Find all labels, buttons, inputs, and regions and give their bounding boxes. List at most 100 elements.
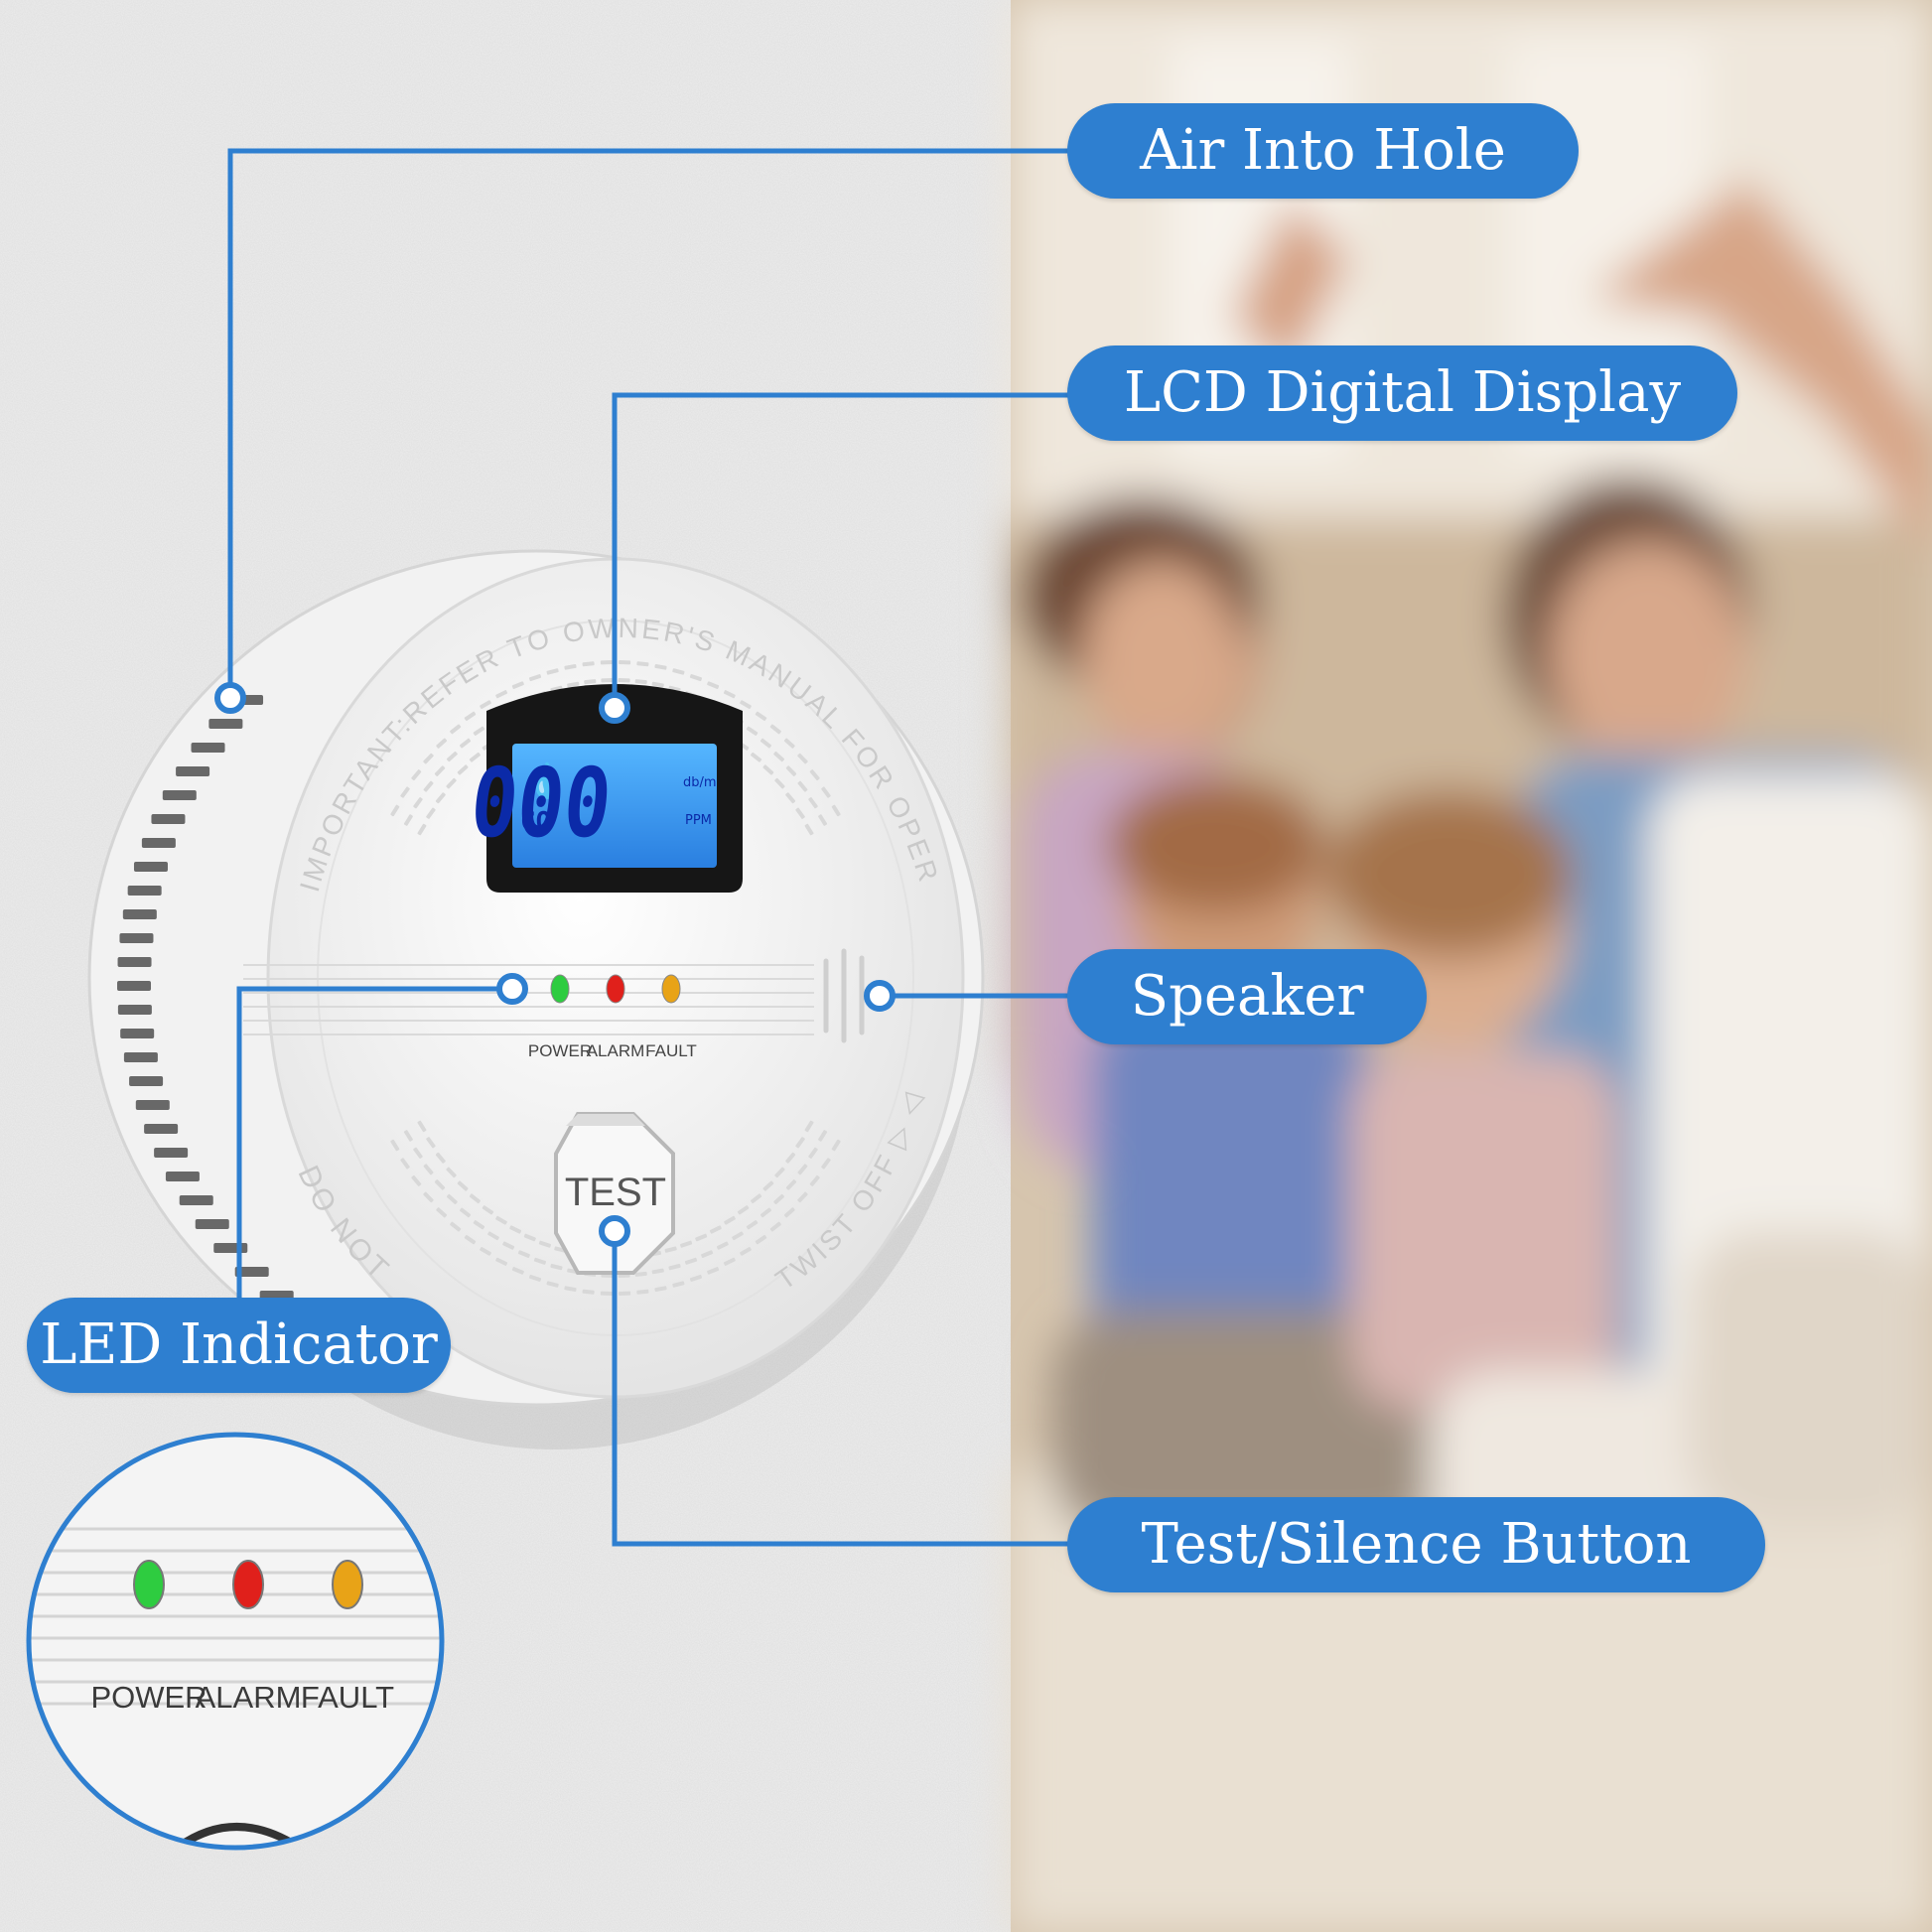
- lcd-unit-bottom: PPM: [685, 813, 712, 828]
- face-ridge: [636, 1289, 649, 1295]
- face-ridge: [821, 1158, 831, 1170]
- face-ridge: [821, 786, 831, 798]
- face-ridge: [619, 1291, 631, 1296]
- vent-slot: [165, 1172, 200, 1181]
- face-ridge: [774, 1167, 785, 1178]
- led-label-fault: FAULT: [645, 1041, 697, 1060]
- face-ridge: [732, 1231, 744, 1241]
- face-ridge: [413, 797, 423, 809]
- face-ridge: [785, 792, 796, 804]
- face-ridge: [417, 1120, 427, 1133]
- face-ridge: [809, 769, 820, 781]
- face-ridge: [737, 1205, 750, 1215]
- indicator-strip: [243, 964, 814, 1035]
- face-ridge: [636, 661, 649, 667]
- vent-slot: [127, 886, 162, 896]
- face-ridge: [434, 1179, 446, 1190]
- vent-slot: [154, 1148, 189, 1158]
- vent-slot: [119, 933, 154, 943]
- face-ridge: [723, 1257, 736, 1266]
- face-ridge: [818, 1130, 828, 1142]
- vent-slot: [120, 1029, 155, 1038]
- face-ridge: [446, 777, 457, 789]
- face-ridge: [482, 1205, 494, 1215]
- led-label-power: POWER: [528, 1041, 592, 1060]
- family-photo: [1011, 0, 1932, 1932]
- face-ridge: [755, 711, 767, 721]
- face-ridge: [411, 769, 422, 781]
- face-ridge: [528, 1274, 542, 1282]
- face-ridge: [680, 1240, 693, 1248]
- face-ridge: [707, 681, 720, 689]
- face-ridge: [795, 807, 805, 819]
- face-ridge: [423, 1164, 434, 1175]
- face-ridge: [783, 1207, 795, 1218]
- face-ridge: [403, 1130, 413, 1142]
- vent-slot: [117, 981, 152, 991]
- face-ridge: [618, 678, 630, 683]
- test-button[interactable]: [554, 1112, 675, 1275]
- face-ridge: [797, 780, 808, 792]
- face-ridge: [601, 678, 614, 683]
- face-ridge: [390, 804, 400, 817]
- face-ridge: [809, 1174, 820, 1186]
- face-ridge: [495, 1257, 508, 1266]
- face-ridge: [435, 1152, 446, 1164]
- face-ridge: [797, 1164, 808, 1175]
- face-ridge: [511, 681, 524, 689]
- vent-slot: [123, 1052, 158, 1062]
- face-ridge: [459, 1207, 472, 1218]
- face-ridge: [464, 1235, 477, 1245]
- face-ridge: [751, 1193, 762, 1204]
- face-ridge: [528, 674, 542, 682]
- inset-label-alarm: ALARM: [196, 1680, 302, 1715]
- face-ridge: [423, 753, 434, 764]
- face-ridge: [417, 823, 427, 836]
- face-ridge: [808, 797, 818, 809]
- face-ridge: [550, 1263, 563, 1271]
- face-ridge: [654, 1286, 667, 1293]
- face-ridge: [502, 1241, 515, 1250]
- face-ridge: [480, 700, 491, 709]
- face-ridge: [651, 681, 664, 688]
- face-ridge: [762, 1180, 774, 1191]
- face-ridge: [740, 1247, 752, 1256]
- face-ridge: [785, 1152, 796, 1164]
- face-ridge: [746, 1220, 759, 1230]
- face-ridge: [403, 814, 413, 826]
- face-ridge: [436, 1207, 448, 1218]
- vent-slot: [141, 838, 176, 848]
- vent-slot: [135, 1100, 170, 1110]
- face-ridge: [400, 1158, 410, 1170]
- face-ridge: [762, 764, 774, 775]
- face-ridge: [435, 792, 446, 804]
- face-ridge: [746, 726, 759, 736]
- face-ridge: [804, 1120, 814, 1133]
- face-ridge: [664, 1246, 677, 1253]
- lcd-gas-label: CO: [520, 807, 551, 837]
- led-fault: [661, 974, 681, 1004]
- face-ridge: [684, 1257, 698, 1265]
- face-ridge: [413, 1147, 423, 1159]
- face-ridge: [564, 1286, 577, 1293]
- face-ridge: [423, 1191, 434, 1203]
- face-ridge: [446, 1167, 457, 1178]
- face-ridge: [509, 1225, 522, 1234]
- led-alarm: [606, 974, 625, 1004]
- face-ridge: [769, 1221, 781, 1232]
- callout-led-indicator: LED Indicator: [27, 1298, 451, 1393]
- face-ridge: [634, 679, 647, 685]
- vent-slot: [234, 1267, 269, 1277]
- face-ridge: [582, 1289, 595, 1295]
- vent-slot: [122, 909, 157, 919]
- vent-slot: [117, 957, 152, 967]
- inset-led-alarm: [232, 1560, 264, 1609]
- face-ridge: [701, 1250, 714, 1258]
- face-ridge: [426, 1137, 436, 1149]
- face-ridge: [546, 668, 559, 675]
- vent-slot: [133, 862, 168, 872]
- vent-slot: [179, 1195, 213, 1205]
